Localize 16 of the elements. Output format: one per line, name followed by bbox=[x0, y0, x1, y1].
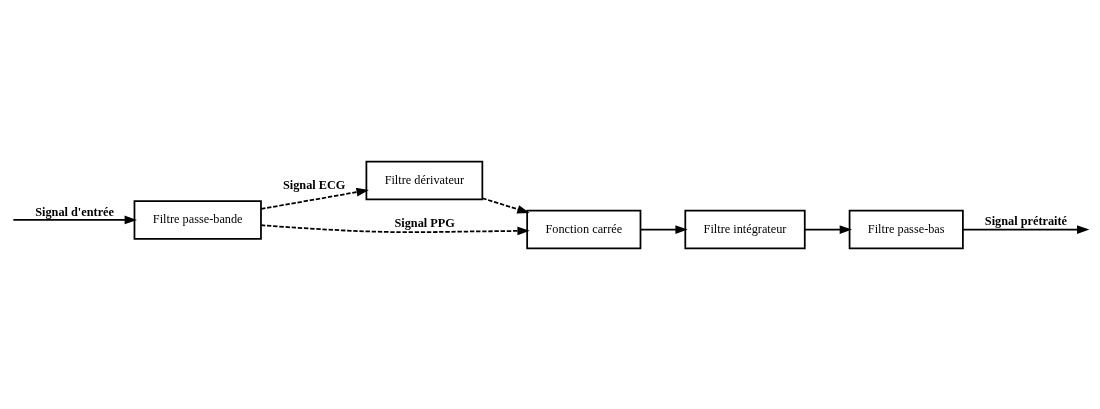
arrow bbox=[260, 187, 369, 210]
node-box: Filtre dérivateur bbox=[365, 160, 484, 200]
node-box: Filtre passe-bande bbox=[133, 199, 262, 240]
edge-label: Signal prétraité bbox=[984, 213, 1068, 228]
arrow bbox=[962, 224, 1090, 234]
node-box: Filtre passe-bas bbox=[848, 209, 964, 249]
edge-label: Signal PPG bbox=[394, 215, 455, 230]
arrow bbox=[12, 215, 137, 224]
edge-label: Signal ECG bbox=[282, 177, 346, 192]
arrow bbox=[260, 223, 530, 235]
node-box: Fonction carrée bbox=[526, 209, 642, 249]
arrow bbox=[803, 224, 852, 234]
node-box: Filtre intégrateur bbox=[684, 209, 806, 249]
arrow bbox=[481, 196, 530, 213]
edge-label: Signal d'entrée bbox=[35, 204, 115, 219]
arrow bbox=[639, 224, 688, 234]
